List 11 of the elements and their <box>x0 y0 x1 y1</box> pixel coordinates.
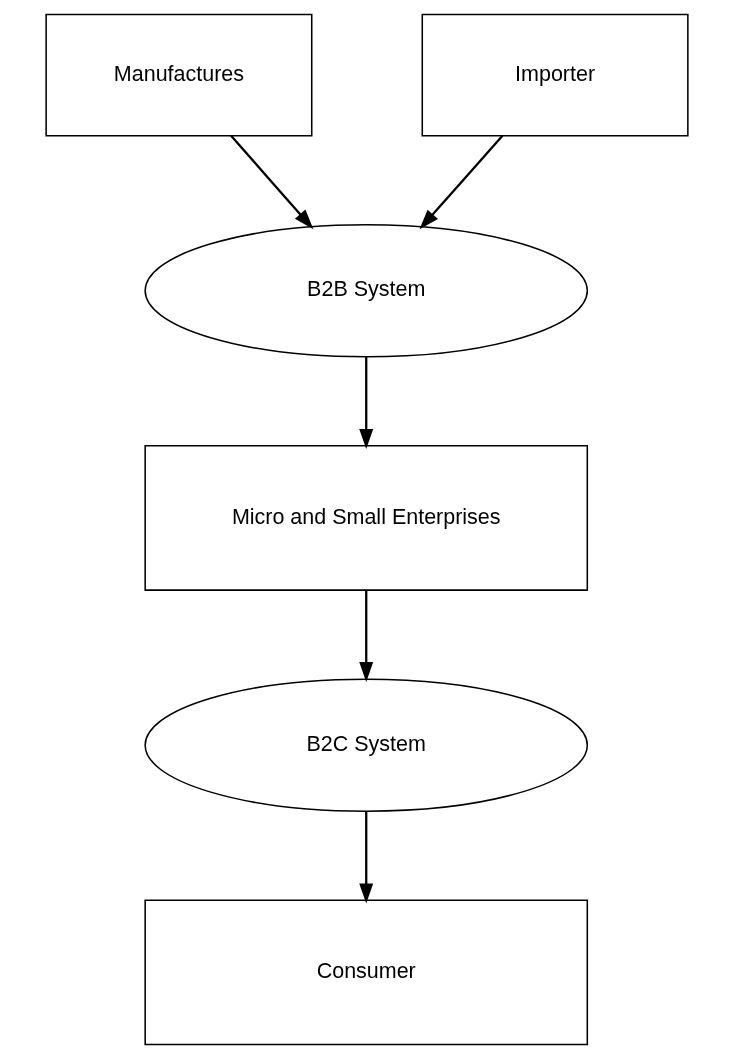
node-box: Importer <box>421 13 689 137</box>
arrow <box>358 357 373 449</box>
arrow <box>419 135 503 230</box>
node-box: Micro and Small Enterprises <box>143 445 588 591</box>
arrow <box>358 811 373 904</box>
node-ellipse: B2C System <box>143 678 588 812</box>
node-box: Consumer <box>143 899 588 1046</box>
arrow <box>229 135 313 230</box>
arrow <box>358 590 373 682</box>
node-ellipse: B2B System <box>143 224 588 358</box>
node-box: Manufactures <box>44 13 312 137</box>
